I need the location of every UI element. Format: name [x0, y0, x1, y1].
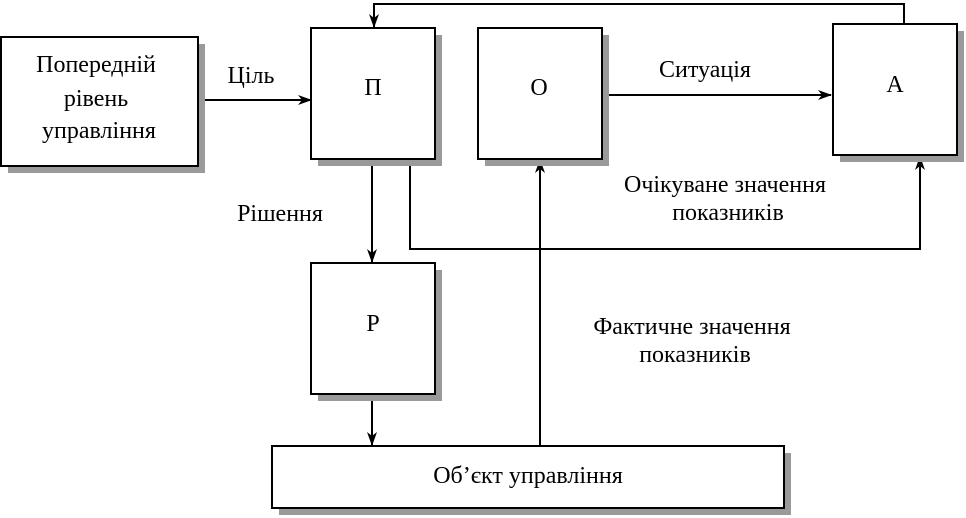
- p-box: П: [310, 27, 442, 166]
- expected-values-arrow: [409, 156, 925, 250]
- decision-label-bg: [204, 183, 338, 249]
- control-object-label: Об’єкт управління: [433, 463, 623, 489]
- previous-level-text: Попередній рівень управління: [36, 52, 162, 144]
- r-box: Р: [310, 262, 442, 401]
- goal-label: Ціль: [228, 63, 275, 89]
- o-box: О: [477, 27, 609, 166]
- actual-values-label: Фактичне значення показників: [593, 314, 796, 368]
- feedback-a-to-p-arrow: [369, 3, 905, 28]
- p-box-label: П: [364, 75, 381, 101]
- expected-label-bg: [578, 160, 878, 234]
- r-box-label: Р: [366, 311, 379, 337]
- situation-label: Ситуація: [659, 57, 751, 83]
- actual-label-bg: [549, 300, 835, 390]
- a-box: А: [832, 23, 964, 162]
- decision-label: Рішення: [237, 201, 323, 227]
- situation-label-bg: [620, 42, 802, 82]
- previous-level-box: Попередній рівень управління: [0, 36, 205, 173]
- o-box-label: О: [530, 75, 547, 101]
- a-box-label: А: [886, 72, 904, 98]
- expected-values-label: Очікуване значення показників: [624, 172, 832, 226]
- control-object-box: Об’єкт управління: [271, 445, 791, 515]
- goal-label-bg: [204, 48, 302, 86]
